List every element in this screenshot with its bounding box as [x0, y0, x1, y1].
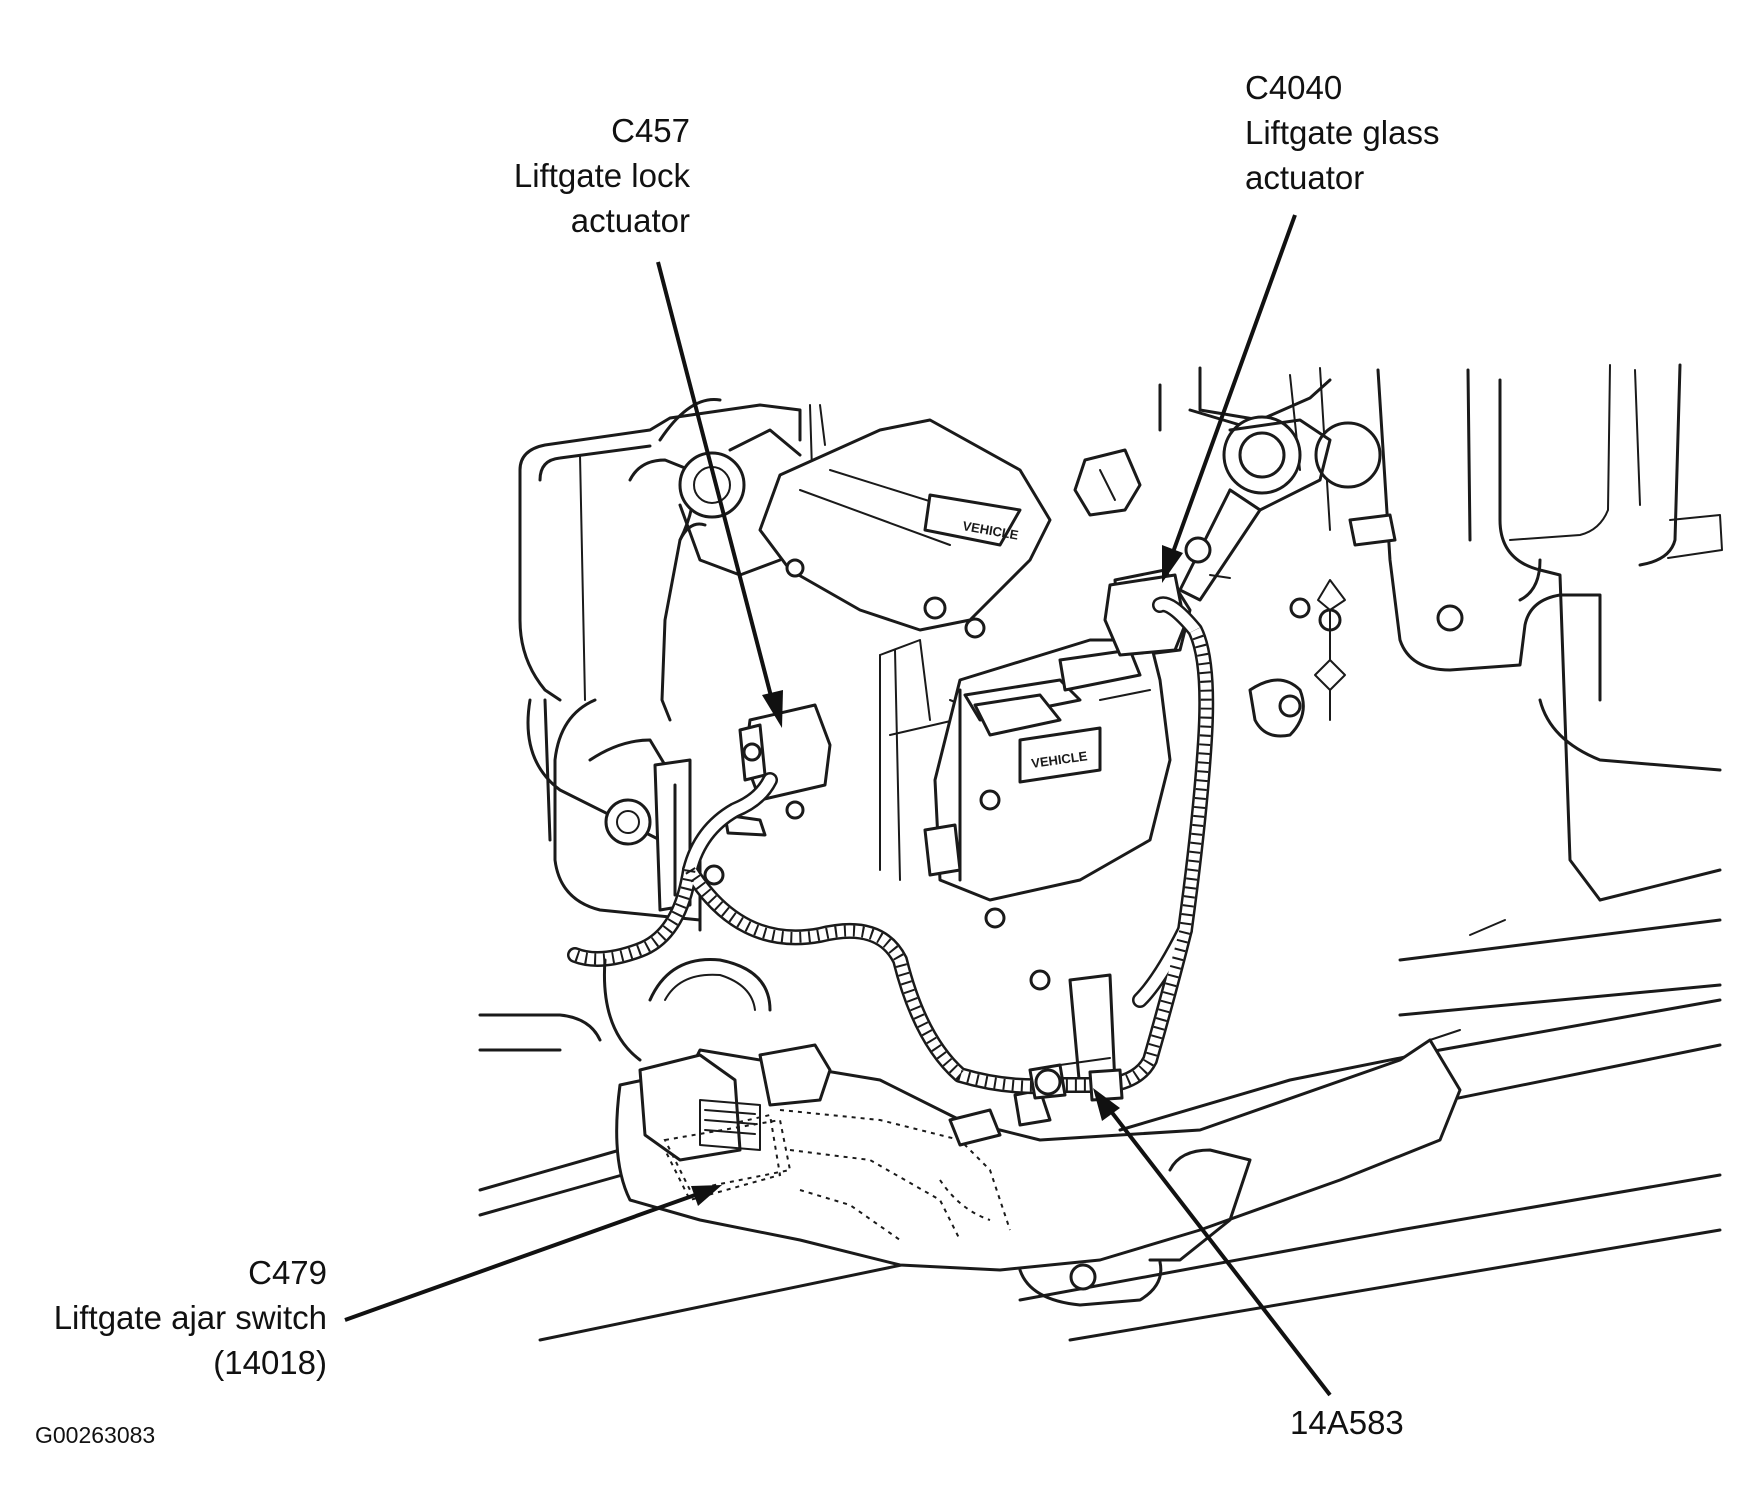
c457-label-block: C457 Liftgate lock actuator: [514, 108, 690, 243]
c479-code: C479: [248, 1254, 327, 1291]
c479-description-line1: Liftgate ajar switch: [53, 1299, 327, 1336]
c4040-description-line2: actuator: [1245, 159, 1365, 196]
c4040-label-block: C4040 Liftgate glass actuator: [1245, 65, 1439, 200]
c4040-code: C4040: [1245, 69, 1343, 106]
c457-code: C457: [611, 112, 690, 149]
c457-description-line2: actuator: [570, 202, 690, 239]
c457-description-line1: Liftgate lock: [513, 157, 690, 194]
c4040-connector-drawing: [1103, 573, 1187, 657]
c4040-description-line1: Liftgate glass: [1245, 114, 1440, 151]
figure-id: G00263083: [35, 1422, 156, 1448]
c479-label-block: C479 Liftgate ajar switch (14018): [54, 1250, 327, 1385]
c479-switch-drawing: [638, 1043, 1052, 1192]
wiring-harness-14a583: [567, 596, 1215, 1102]
leader-lines: [344, 214, 1332, 1397]
c479-description-line2: (14018): [213, 1344, 327, 1381]
liftgate-lock-actuator-drawing: VEHICLE: [678, 418, 1052, 639]
glass-latch-motor-drawing: VEHICLE: [923, 638, 1172, 1092]
harness-code-label: 14A583: [1290, 1404, 1404, 1441]
liftgate-panel: [478, 363, 1723, 1342]
